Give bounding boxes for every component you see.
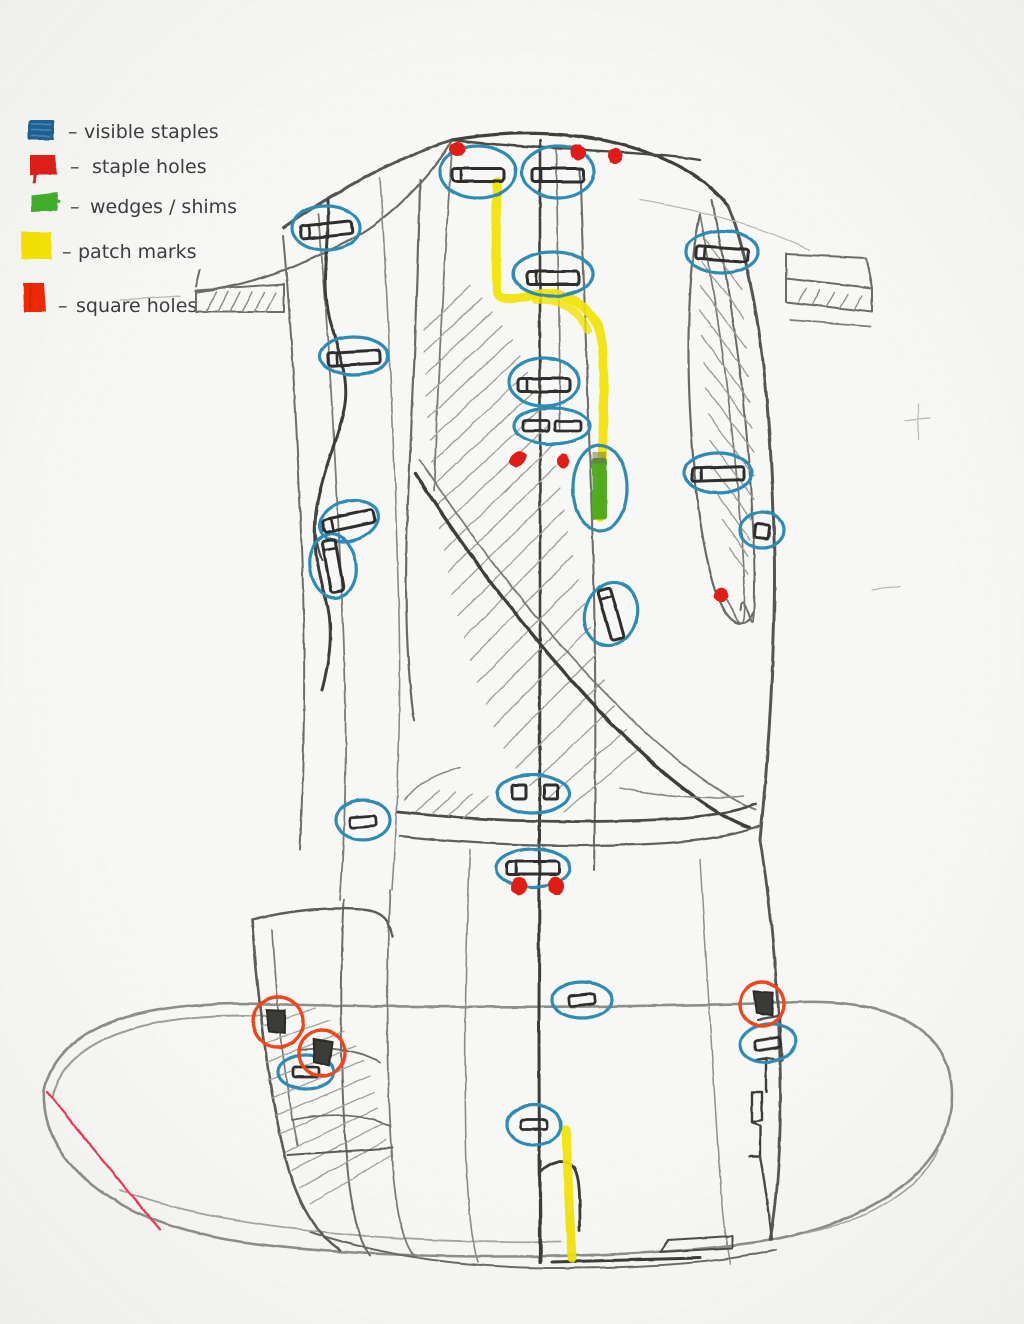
base-plinth (42, 1000, 954, 1258)
staple-circle (308, 532, 358, 600)
staple-hole-dot (511, 877, 527, 895)
legend-dash-wedges-shims: – (70, 196, 80, 218)
staple-hole-dot (548, 877, 564, 895)
legend-swatch-square-holes (23, 283, 46, 312)
staple-hole-dot (509, 451, 527, 467)
base-red-guide-line (45, 1090, 162, 1232)
legend-row-wedges-shims: – wedges / shims (31, 192, 237, 218)
legend-row-visible-staples: – visible staples (28, 120, 219, 143)
left-shoulder-flank (282, 177, 401, 901)
right-panel-hatching (699, 239, 755, 575)
legend-dash-square-holes: – (58, 295, 68, 317)
legend-row-patch-marks: – patch marks (21, 232, 197, 263)
staple-circle (494, 847, 572, 889)
staple-circle (505, 1103, 563, 1147)
staple-hole-dots (449, 142, 728, 895)
staple-hole-dot (714, 588, 728, 602)
legend-row-square-holes: – square holes (23, 283, 197, 317)
legend-label-patch-marks: patch marks (78, 241, 197, 263)
staple-circle (495, 773, 571, 815)
legend-dash-staple-holes: – (70, 156, 80, 178)
staple-circle (290, 204, 362, 252)
left-shoulder-tab (195, 269, 285, 313)
legend-label-square-holes: square holes (76, 295, 197, 317)
staple-hole-dot (557, 453, 569, 469)
square-hole-circle (297, 1028, 347, 1078)
staple-circle (512, 406, 592, 446)
staple-circle (582, 580, 640, 648)
staple-hole-dot (570, 144, 586, 160)
legend-swatch-visible-staples (28, 120, 54, 140)
right-shoulder-tab (785, 253, 873, 327)
legend-dash-visible-staples: – (68, 121, 78, 143)
legend-label-visible-staples: visible staples (84, 121, 219, 143)
staple-circle (438, 144, 518, 200)
patch-mark-strokes (491, 177, 609, 1263)
staple-circle (334, 798, 392, 842)
legend: – visible staples – staple holes – wedge… (21, 120, 237, 317)
staple-circle (520, 144, 596, 200)
legend-dash-patch-marks: – (62, 241, 72, 263)
staple-circle (550, 980, 614, 1020)
square-hole-circles (251, 980, 786, 1078)
right-shoulder-panel (687, 199, 756, 625)
wedge-shim-marker (592, 452, 607, 520)
legend-label-staple-holes: staple holes (92, 156, 207, 178)
legend-swatch-staple-holes (30, 155, 57, 184)
legend-swatch-patch-marks (21, 232, 52, 259)
staple-circle (738, 510, 786, 550)
legend-label-wedges-shims: wedges / shims (90, 196, 237, 218)
staple-circle (318, 498, 380, 544)
skirt-section (250, 849, 784, 1269)
construction-lines (119, 199, 931, 591)
waist-band (396, 767, 762, 847)
staple-hole-dot (449, 142, 465, 156)
staple-circle (507, 356, 581, 408)
legend-swatch-wedges-shims (31, 192, 61, 212)
staple-circle (511, 250, 595, 298)
legend-row-staple-holes: – staple holes (30, 155, 207, 184)
staple-circle (684, 229, 760, 275)
chest-drape-hatching (404, 149, 757, 830)
staple-hole-dot (608, 148, 622, 164)
staple-circle (571, 443, 629, 533)
square-hole-circle (738, 980, 786, 1028)
staple-circle (318, 335, 390, 377)
visible-staple-circles (276, 144, 798, 1147)
staple-circle (682, 451, 754, 495)
square-hole-circle (251, 995, 305, 1049)
